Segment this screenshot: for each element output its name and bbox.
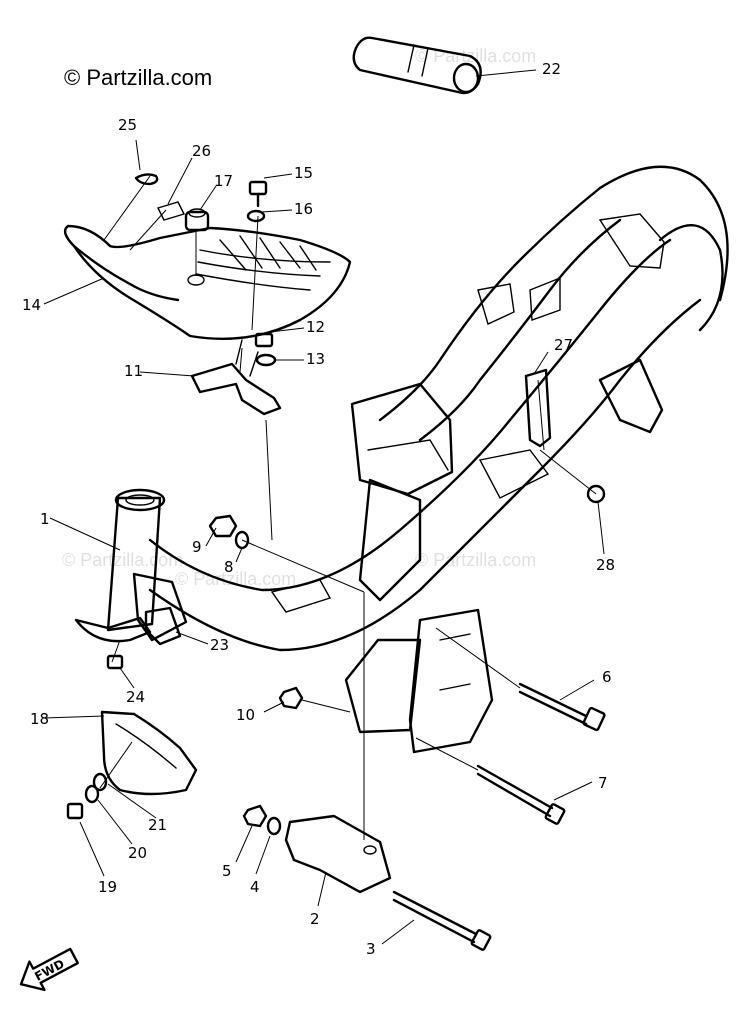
- watermark-faint: © Partzilla.com: [175, 569, 296, 589]
- part-3-bolt: [392, 890, 492, 951]
- callout-10: 10: [236, 706, 255, 724]
- callout-3: 3: [366, 940, 376, 958]
- part-11-bracket: [190, 339, 282, 416]
- callout-12: 12: [306, 318, 325, 336]
- part-17-damper: [184, 208, 210, 232]
- part-18-guard: [100, 710, 198, 796]
- part-28-nut: [586, 484, 606, 504]
- watermark-faint: © Partzilla.com: [62, 550, 183, 570]
- callout-26: 26: [192, 142, 211, 160]
- part-21-washer: [92, 772, 108, 792]
- part-13-washer: [255, 353, 277, 367]
- part-15-bolt: [248, 180, 268, 208]
- part-16-washer: [246, 209, 266, 223]
- callout-8: 8: [224, 558, 234, 576]
- part-24-bolt: [106, 654, 124, 670]
- callout-23: 23: [210, 636, 229, 654]
- callout-24: 24: [126, 688, 145, 706]
- part-5-nut: [242, 804, 268, 828]
- leader-lines: [43, 69, 605, 945]
- part-12-bolt: [254, 332, 274, 348]
- part-10-nut: [278, 686, 304, 710]
- callout-27: 27: [554, 336, 573, 354]
- callout-21: 21: [148, 816, 167, 834]
- callout-15: 15: [294, 164, 313, 182]
- callout-5: 5: [222, 862, 232, 880]
- part-25-clip: [134, 173, 159, 186]
- callout-11: 11: [124, 362, 143, 380]
- callout-labels: 22 25 26 17 15 16 14 12 13 11 27 1 9 8 2…: [22, 60, 615, 958]
- part-7-bolt: [476, 764, 566, 825]
- callout-2: 2: [310, 910, 320, 928]
- callout-13: 13: [306, 350, 325, 368]
- part-1-frame: [74, 165, 729, 754]
- part-6-bolt: [518, 682, 606, 732]
- callout-22: 22: [542, 60, 561, 78]
- assembly-lines: [99, 175, 597, 840]
- callout-7: 7: [598, 774, 608, 792]
- part-26-plate: [157, 201, 185, 221]
- part-2-bracket: [284, 814, 392, 894]
- callout-25: 25: [118, 116, 137, 134]
- callout-28: 28: [596, 556, 615, 574]
- part-9-nut: [208, 514, 238, 538]
- callout-9: 9: [192, 538, 202, 556]
- watermark-main: © Partzilla.com: [64, 65, 212, 90]
- part-27-clip: [524, 368, 552, 448]
- callout-4: 4: [250, 878, 260, 896]
- part-4-washer: [266, 816, 282, 836]
- callout-1: 1: [40, 510, 50, 528]
- callout-20: 20: [128, 844, 147, 862]
- callout-17: 17: [214, 172, 233, 190]
- callout-19: 19: [98, 878, 117, 896]
- watermark-faint: © Partzilla.com: [415, 550, 536, 570]
- callout-14: 14: [22, 296, 41, 314]
- part-22-grip: [352, 36, 482, 95]
- part-23-bracket: [144, 606, 182, 646]
- part-19-bolt: [66, 802, 84, 820]
- part-20-washer: [84, 784, 100, 804]
- callout-6: 6: [602, 668, 612, 686]
- fwd-arrow-badge: FWD: [19, 947, 79, 992]
- callout-16: 16: [294, 200, 313, 218]
- callout-18: 18: [30, 710, 49, 728]
